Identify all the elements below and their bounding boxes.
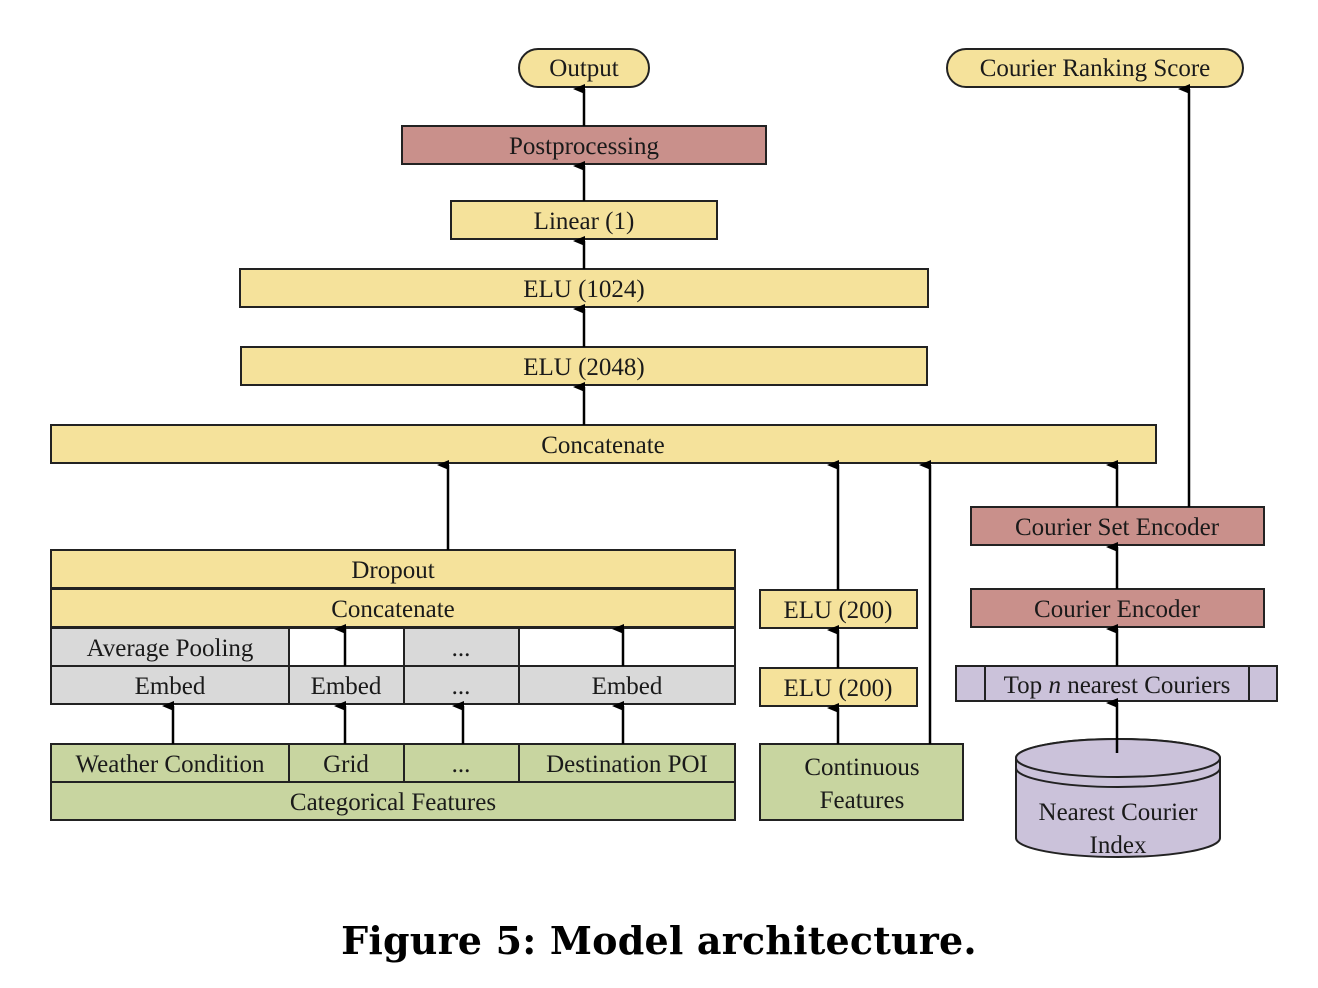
pooling-passthrough-cell xyxy=(518,627,736,667)
output-node: Output xyxy=(518,48,650,88)
embed-cell xyxy=(518,665,736,705)
categorical-concatenate-layer: Concatenate xyxy=(50,588,736,628)
main-concatenate-layer: Concatenate xyxy=(50,424,1157,464)
top-n-suffix: nearest Couriers xyxy=(1061,672,1230,699)
courier-set-encoder-label: Courier Set Encoder xyxy=(1015,514,1220,541)
nearest-courier-index-label-line2: Index xyxy=(1090,832,1147,859)
embed-label: Embed xyxy=(592,673,663,700)
elu-1024-layer: ELU (1024) xyxy=(239,268,929,308)
elu-2048-label: ELU (2048) xyxy=(523,354,645,381)
elu-2048-layer: ELU (2048) xyxy=(240,346,928,386)
courier-encoder-label: Courier Encoder xyxy=(1034,596,1201,623)
pooling-passthrough-cell xyxy=(288,627,405,667)
continuous-features-block: Continuous Features xyxy=(759,743,964,821)
elu-1024-label: ELU (1024) xyxy=(523,276,645,303)
dropout-label: Dropout xyxy=(351,557,434,584)
courier-ranking-score-label: Courier Ranking Score xyxy=(980,55,1211,82)
average-pooling-label: Average Pooling xyxy=(87,635,254,662)
feature-ellipsis-label: ... xyxy=(452,751,471,778)
linear-label: Linear (1) xyxy=(534,208,635,235)
nearest-courier-index-database-icon: Nearest Courier Index xyxy=(1015,738,1221,859)
feature-cell-grid xyxy=(288,743,405,783)
postprocessing-block: Postprocessing xyxy=(401,125,767,165)
embed-label: Embed xyxy=(135,673,206,700)
continuous-elu-bottom-layer: ELU (200) xyxy=(759,667,918,707)
continuous-elu-bottom-label: ELU (200) xyxy=(784,675,893,702)
feature-weather-label: Weather Condition xyxy=(76,751,265,778)
categorical-features-label: Categorical Features xyxy=(290,789,496,816)
output-label: Output xyxy=(549,55,619,82)
figure-caption: Figure 5: Model architecture. xyxy=(341,918,977,963)
continuous-elu-top-label: ELU (200) xyxy=(784,597,893,624)
pooling-row: Average Pooling ... xyxy=(50,627,736,667)
courier-set-encoder-block: Courier Set Encoder xyxy=(970,506,1265,546)
linear-layer: Linear (1) xyxy=(450,200,718,240)
model-architecture-diagram: Output Postprocessing Linear (1) ELU (10… xyxy=(50,48,1278,859)
continuous-features-label-line1: Continuous xyxy=(804,754,919,781)
top-n-couriers-list: Top n nearest Couriers xyxy=(955,665,1278,702)
categorical-features-row: Weather Condition Grid ... Destination P… xyxy=(50,743,736,783)
nearest-courier-index-label-line1: Nearest Courier xyxy=(1039,799,1199,826)
main-concatenate-label: Concatenate xyxy=(541,432,665,459)
courier-encoder-block: Courier Encoder xyxy=(970,588,1265,628)
embed-label: Embed xyxy=(311,673,382,700)
average-pooling-cell xyxy=(50,627,290,667)
pooling-ellipsis-label: ... xyxy=(452,635,471,662)
feature-destination-poi-label: Destination POI xyxy=(546,751,708,778)
feature-cell-destination-poi xyxy=(518,743,736,783)
categorical-features-group: Categorical Features xyxy=(50,781,736,821)
embed-ellipsis-label: ... xyxy=(452,673,471,700)
top-n-prefix: Top xyxy=(1004,672,1049,699)
top-n-variable: n xyxy=(1048,672,1061,699)
feature-grid-label: Grid xyxy=(323,751,369,778)
top-n-couriers-label: Top n nearest Couriers xyxy=(1004,672,1231,699)
postprocessing-label: Postprocessing xyxy=(509,133,660,160)
embed-row: Embed Embed ... Embed xyxy=(50,665,736,705)
dropout-layer: Dropout xyxy=(50,549,736,589)
continuous-features-label-line2: Features xyxy=(820,787,905,814)
feature-cell-weather xyxy=(50,743,290,783)
continuous-elu-top-layer: ELU (200) xyxy=(759,589,918,629)
categorical-concatenate-label: Concatenate xyxy=(331,596,455,623)
courier-ranking-score-node: Courier Ranking Score xyxy=(946,48,1244,88)
embed-cell xyxy=(288,665,405,705)
